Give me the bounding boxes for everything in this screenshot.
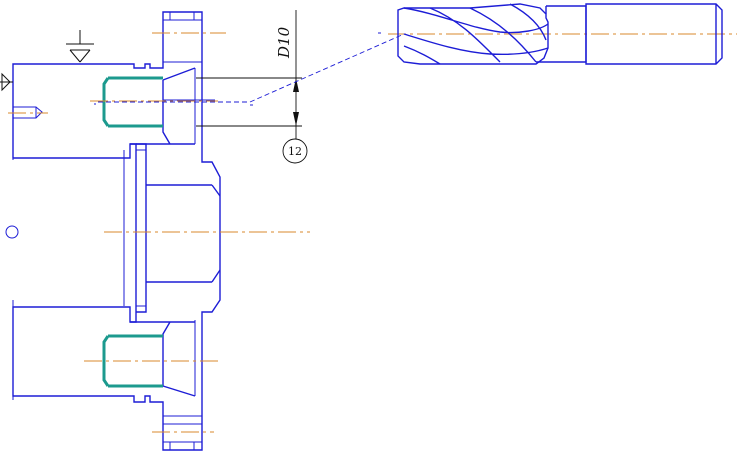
lower-thread (102, 334, 163, 388)
surface-symbols (0, 30, 94, 92)
dimension-arrow-bottom (293, 112, 299, 126)
flange-part (5, 11, 221, 451)
reference-circle (5, 225, 19, 239)
threads (102, 76, 163, 388)
center-lines (8, 32, 737, 433)
datum-triangle (0, 72, 13, 92)
central-bore (136, 143, 221, 313)
bore-inner-lines (123, 149, 146, 307)
dimension-label: D10 (275, 26, 293, 59)
dimension-d10: D10 12 (196, 10, 308, 164)
lower-hole-profile (130, 321, 196, 397)
balloon-number: 12 (288, 145, 302, 158)
drill-tool (397, 3, 723, 65)
roughness-symbol (66, 30, 94, 63)
flange-face-lines (194, 68, 203, 396)
pin-hole (13, 106, 43, 119)
upper-thread (102, 76, 163, 128)
dimension-arrow-top (293, 78, 299, 92)
extension-lines (196, 77, 302, 127)
faint-marks (94, 32, 381, 106)
drill-flute-helix (403, 3, 549, 65)
top-tab-detail (163, 12, 202, 63)
drill-leader-line (98, 33, 405, 103)
drill-shank (585, 3, 723, 65)
bottom-tab-detail (163, 415, 202, 450)
drill-flute-outline (397, 3, 549, 65)
balloon-circle (282, 138, 308, 164)
